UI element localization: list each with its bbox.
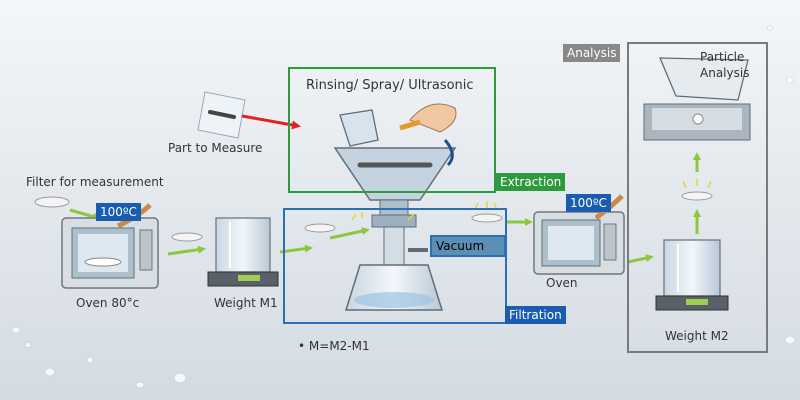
- analysis-box: [627, 42, 768, 353]
- microscope-icon: [643, 57, 751, 141]
- filter-disc-icon: [681, 191, 713, 201]
- water-droplets-decoration: [11, 25, 796, 389]
- flow-arrow: [279, 244, 313, 254]
- extraction-box: [288, 67, 496, 193]
- particle-label: Particle: [700, 50, 745, 64]
- filter-disc-icon: [34, 196, 70, 208]
- part-bag-icon: [197, 91, 246, 139]
- funnel-apparatus-icon: [333, 147, 457, 311]
- formula-text: M=M2-M1: [308, 339, 370, 353]
- weight-m1-label: Weight M1: [214, 296, 278, 310]
- weight-m2-label: Weight M2: [665, 329, 729, 343]
- flow-arrow: [167, 245, 206, 256]
- oven-icon: [61, 217, 159, 289]
- scale-icon: [207, 217, 279, 287]
- sparkle-marks: [682, 179, 712, 189]
- filter-disc-icon: [471, 213, 503, 223]
- vacuum-tag: Vacuum: [430, 235, 506, 257]
- filter-disc-icon: [171, 232, 203, 242]
- hand-spray-icon: [339, 103, 457, 167]
- flow-arrow: [627, 254, 654, 264]
- filtration-box: [283, 208, 507, 324]
- filter-disc-icon: [304, 223, 336, 233]
- analysis-tag: Analysis: [563, 44, 621, 62]
- extraction-tag: Extraction: [496, 173, 566, 191]
- filtration-tag: Filtration: [505, 306, 566, 324]
- scale-icon: [655, 239, 729, 311]
- rinsing-label: Rinsing/ Spray/ Ultrasonic: [306, 78, 474, 93]
- temperature-tag-right: 100ºC: [566, 194, 611, 212]
- oven-80c-label: Oven 80°c: [76, 296, 140, 310]
- part-to-measure-label: Part to Measure: [168, 141, 263, 155]
- sparkle-marks: [351, 201, 498, 221]
- formula-label: • M=M2-M1: [298, 339, 370, 353]
- oven-label: Oven: [546, 276, 578, 290]
- filter-for-measurement-label: Filter for measurement: [26, 175, 164, 189]
- flow-arrow: [69, 208, 101, 221]
- flow-arrow: [329, 227, 370, 240]
- analysis-subtitle-label: Analysis: [700, 66, 750, 80]
- oven-icon: [533, 211, 625, 275]
- temperature-tag-left: 100ºC: [96, 203, 141, 221]
